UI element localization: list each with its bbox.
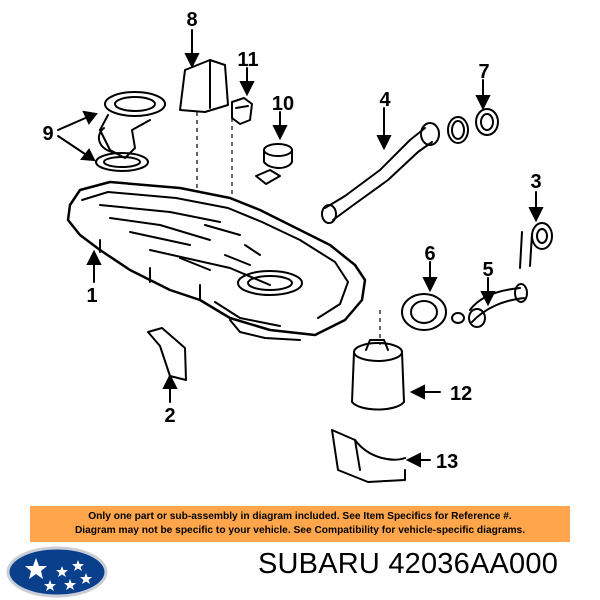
callout-10: 10 — [272, 93, 294, 115]
callout-4: 4 — [379, 89, 391, 111]
fuel-tank-drawing — [66, 180, 367, 341]
pipe-5-drawing — [451, 283, 528, 328]
filler-neck-drawing — [321, 108, 499, 224]
bracket-13-drawing — [331, 429, 406, 483]
callout-1: 1 — [86, 285, 97, 307]
leader-line-1 — [86, 249, 102, 283]
parts-diagram: 1 2 3 4 5 6 7 8 9 10 11 12 13 — [42, 9, 553, 483]
dashed-guides — [196, 112, 381, 345]
callout-5: 5 — [482, 259, 493, 281]
callout-6: 6 — [424, 243, 435, 265]
leader-line-9 — [57, 110, 98, 162]
callout-13: 13 — [436, 451, 458, 473]
leader-line-4 — [376, 107, 392, 151]
callout-3: 3 — [530, 171, 541, 193]
bracket-8-drawing — [179, 59, 229, 113]
leader-line-7 — [475, 79, 491, 111]
subaru-logo — [6, 546, 108, 598]
callout-12: 12 — [450, 383, 472, 405]
leader-line-13 — [405, 452, 431, 468]
part-number-caption: SUBARU 42036AA000 — [258, 548, 559, 580]
diagram-notice-banner: Only one part or sub-assembly in diagram… — [30, 506, 570, 542]
leader-line-6 — [422, 261, 438, 293]
hose-3-drawing — [519, 222, 553, 269]
ring-6-drawing — [401, 293, 447, 331]
leader-line-3 — [528, 191, 544, 223]
cap-10-drawing — [255, 143, 293, 185]
fuel-pump-assembly-drawing — [95, 91, 166, 172]
leader-line-8 — [184, 29, 200, 69]
leader-line-11 — [239, 67, 255, 97]
leader-line-12 — [409, 384, 441, 400]
clip-11-drawing — [231, 97, 253, 125]
leader-line-5 — [480, 277, 496, 307]
leader-line-2 — [162, 373, 178, 403]
canister-12-drawing — [351, 339, 405, 411]
leader-line-10 — [272, 111, 288, 141]
bracket-2-drawing — [147, 327, 187, 381]
callout-7: 7 — [478, 61, 489, 83]
callout-2: 2 — [164, 405, 175, 427]
notice-line-1: Only one part or sub-assembly in diagram… — [88, 511, 512, 522]
callout-11: 11 — [237, 49, 258, 71]
callout-8: 8 — [186, 9, 197, 31]
notice-line-2: Diagram may not be specific to your vehi… — [74, 525, 526, 536]
callout-9: 9 — [42, 123, 53, 145]
